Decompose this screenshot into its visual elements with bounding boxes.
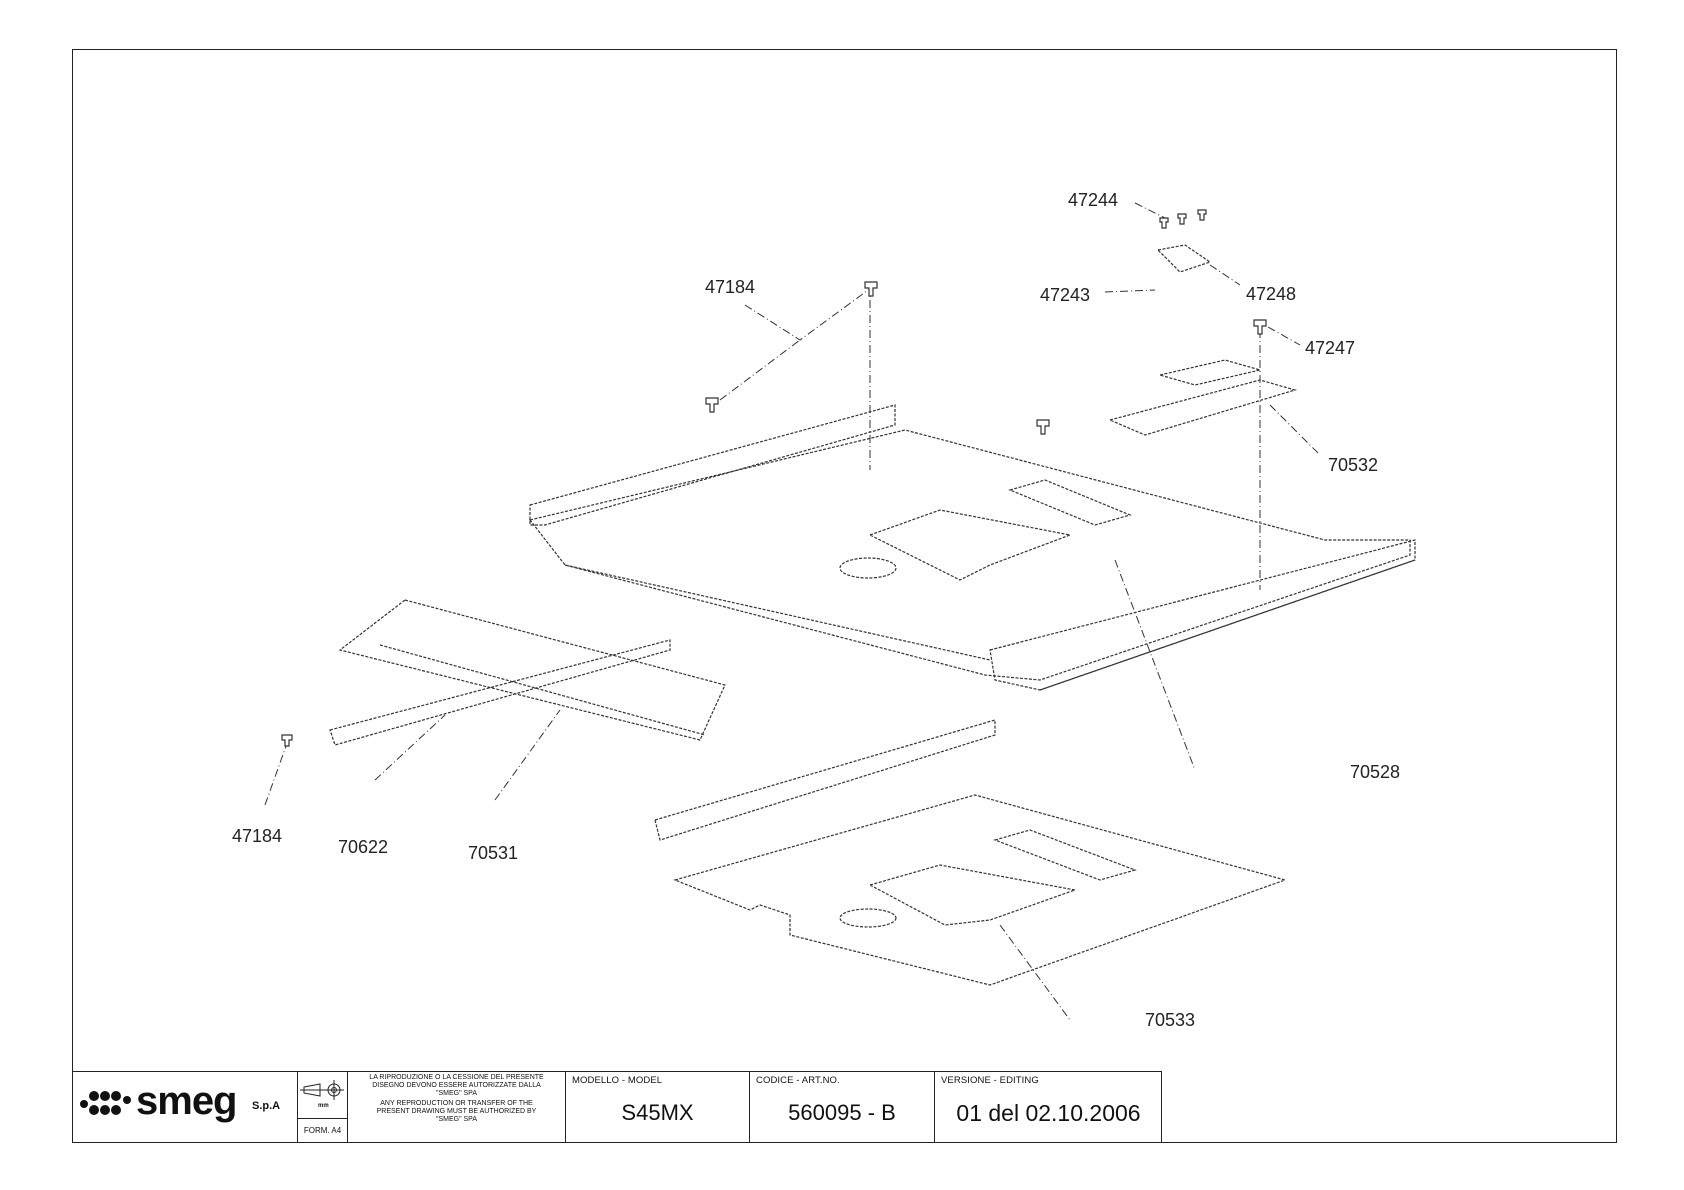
notice-it-line-3: "SMEG" SPA bbox=[435, 1090, 477, 1097]
drawing-sheet-border bbox=[72, 49, 1617, 1143]
part-70622-bar bbox=[329, 639, 671, 746]
callout-47243: 47243 bbox=[1040, 285, 1091, 305]
leader-70532 bbox=[1269, 404, 1321, 456]
brand-logo: smeg bbox=[136, 1079, 237, 1123]
part-70533-hole bbox=[839, 908, 897, 928]
part-70531-angle bbox=[338, 599, 726, 741]
model-label: MODELLO - MODEL bbox=[572, 1075, 663, 1086]
callout-70533: 70533 bbox=[1145, 1010, 1196, 1030]
callout-47248: 47248 bbox=[1246, 284, 1297, 304]
front-strip bbox=[654, 719, 996, 841]
callout-70532: 70532 bbox=[1328, 455, 1379, 475]
projection-symbol-icon bbox=[300, 1080, 344, 1100]
leader-70622 bbox=[374, 714, 446, 781]
part-70528-hole bbox=[839, 557, 897, 579]
part-70528-edge bbox=[564, 564, 991, 661]
callout-70622: 70622 bbox=[338, 837, 389, 857]
format-label: FORM. A4 bbox=[303, 1126, 342, 1135]
part-70528-slot bbox=[1008, 479, 1132, 526]
smeg-logo-dots-icon bbox=[80, 1091, 131, 1115]
leader-47184-top-b bbox=[719, 339, 801, 401]
model-cell: MODELLO - MODEL S45MX bbox=[566, 1072, 750, 1143]
callout-47184-top: 47184 bbox=[705, 277, 756, 297]
screw-47184-c bbox=[1036, 419, 1050, 435]
part-70532-cover bbox=[1159, 359, 1261, 386]
part-70531-flange bbox=[379, 644, 706, 736]
leader-47244 bbox=[1134, 202, 1166, 219]
part-70528-left-rail bbox=[529, 404, 896, 526]
brand-cell: smeg S.p.A bbox=[72, 1072, 298, 1143]
unit-label: mm bbox=[318, 1103, 329, 1109]
leader-47184-bottom bbox=[264, 734, 291, 806]
notice-it-line-1: LA RIPRODUZIONE O LA CESSIONE DEL PRESEN… bbox=[369, 1074, 544, 1081]
leader-47184-top bbox=[744, 284, 876, 341]
notice-en-line-3: "SMEG" SPA bbox=[435, 1116, 477, 1123]
screw-47184-a bbox=[864, 281, 878, 297]
unit-cell: mm FORM. A4 bbox=[298, 1072, 348, 1143]
screw-47244-b bbox=[1177, 213, 1187, 225]
leader-47248 bbox=[1209, 264, 1241, 286]
screw-47244-c bbox=[1197, 209, 1207, 221]
leader-70533 bbox=[999, 924, 1071, 1021]
leader-47247 bbox=[1267, 326, 1301, 346]
part-70528-front-lip bbox=[1039, 559, 1416, 691]
screw-47247 bbox=[1253, 319, 1267, 335]
callout-47247: 47247 bbox=[1305, 338, 1356, 358]
title-block: smeg S.p.A mm FORM. A4 LA RIPRODUZIONE O… bbox=[72, 1071, 1162, 1143]
version-label: VERSIONE - EDITING bbox=[941, 1075, 1039, 1086]
part-70533-slot bbox=[993, 829, 1137, 881]
projection-symbol: mm bbox=[298, 1072, 347, 1119]
leader-47243 bbox=[1104, 289, 1156, 293]
part-70528-front-rail bbox=[989, 539, 1416, 691]
part-70532-board bbox=[1108, 379, 1298, 436]
callout-47244: 47244 bbox=[1068, 190, 1119, 210]
callout-70531: 70531 bbox=[468, 843, 519, 863]
screw-47184-b bbox=[705, 397, 719, 413]
notice-it-line-2: DISEGNO DEVONO ESSERE AUTORIZZATE DALLA bbox=[372, 1082, 541, 1089]
callout-47184-bottom: 47184 bbox=[232, 826, 283, 846]
code-value: 560095 - B bbox=[788, 1100, 896, 1125]
code-label: CODICE - ART.NO. bbox=[756, 1075, 840, 1086]
leader-70531 bbox=[494, 709, 561, 801]
part-47248-bracket bbox=[1156, 244, 1212, 273]
part-70528-plate bbox=[528, 429, 1411, 681]
code-cell: CODICE - ART.NO. 560095 - B bbox=[750, 1072, 935, 1143]
part-70528-window bbox=[868, 509, 1073, 581]
leader-70528 bbox=[1114, 559, 1196, 771]
copyright-notice-cell: LA RIPRODUZIONE O LA CESSIONE DEL PRESEN… bbox=[348, 1072, 566, 1143]
callout-70528: 70528 bbox=[1350, 762, 1401, 782]
screw-47244-a bbox=[1159, 217, 1169, 229]
model-value: S45MX bbox=[621, 1100, 694, 1125]
part-70533-plate bbox=[673, 794, 1287, 986]
screw-47184-d bbox=[281, 734, 293, 747]
notice-en-line-1: ANY REPRODUCTION OR TRANSFER OF THE bbox=[380, 1100, 533, 1107]
part-70533-window bbox=[868, 864, 1078, 926]
version-value: 01 del 02.10.2006 bbox=[956, 1100, 1141, 1126]
notice-en-line-2: PRESENT DRAWING MUST BE AUTHORIZED BY bbox=[376, 1108, 537, 1115]
brand-suffix: S.p.A bbox=[252, 1100, 281, 1112]
version-cell: VERSIONE - EDITING 01 del 02.10.2006 bbox=[935, 1072, 1162, 1143]
